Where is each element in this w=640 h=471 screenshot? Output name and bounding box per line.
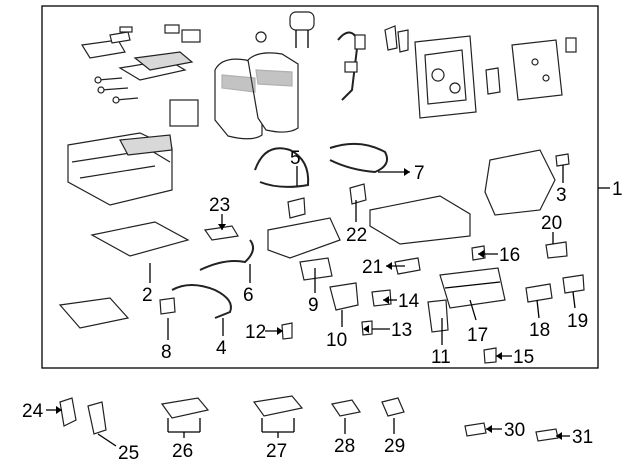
seat-back-cushions	[214, 52, 299, 140]
leader-arrowheads	[56, 168, 562, 440]
callout-6: 6	[243, 285, 254, 306]
seat-cushion	[67, 99, 199, 206]
callout-28: 28	[334, 436, 355, 457]
callout-9: 9	[308, 295, 319, 316]
callout-13: 13	[391, 320, 412, 341]
callout-16: 16	[499, 245, 520, 266]
callout-19: 19	[567, 311, 588, 332]
callout-25: 25	[118, 443, 139, 464]
callout-8: 8	[161, 342, 172, 363]
callout-30: 30	[504, 420, 525, 441]
assembly-frame	[41, 5, 599, 369]
callout-2: 2	[142, 285, 153, 306]
seat-belt	[337, 25, 409, 101]
headrest	[255, 11, 315, 48]
callout-12: 12	[245, 322, 266, 343]
callout-11: 11	[431, 347, 451, 368]
callout-labels: 1 2 3 4 5 6 7 8 9 10 11 12 13 14 15 16 1…	[22, 148, 623, 464]
loose-parts-row	[59, 395, 559, 442]
callout-7: 7	[414, 163, 425, 184]
callout-14: 14	[398, 291, 420, 312]
callout-4: 4	[216, 338, 227, 359]
callout-24: 24	[22, 401, 44, 422]
callout-17: 17	[467, 325, 488, 346]
callout-18: 18	[529, 320, 550, 341]
top-left-brackets	[81, 24, 201, 104]
callout-5: 5	[290, 148, 301, 169]
callout-20: 20	[541, 213, 562, 234]
callout-29: 29	[384, 436, 405, 457]
callout-10: 10	[326, 330, 347, 351]
callout-21: 21	[362, 257, 383, 278]
seat-back-frame	[414, 35, 577, 119]
callout-23: 23	[209, 195, 230, 216]
seat-pan-parts	[58, 149, 585, 364]
callout-15: 15	[513, 347, 534, 368]
callout-26: 26	[172, 441, 193, 462]
callout-31: 31	[572, 427, 593, 448]
callout-22: 22	[346, 225, 367, 246]
callout-27: 27	[266, 441, 287, 462]
callout-1: 1	[612, 179, 623, 200]
callout-3: 3	[556, 185, 567, 206]
wire-harnesses	[171, 142, 388, 319]
